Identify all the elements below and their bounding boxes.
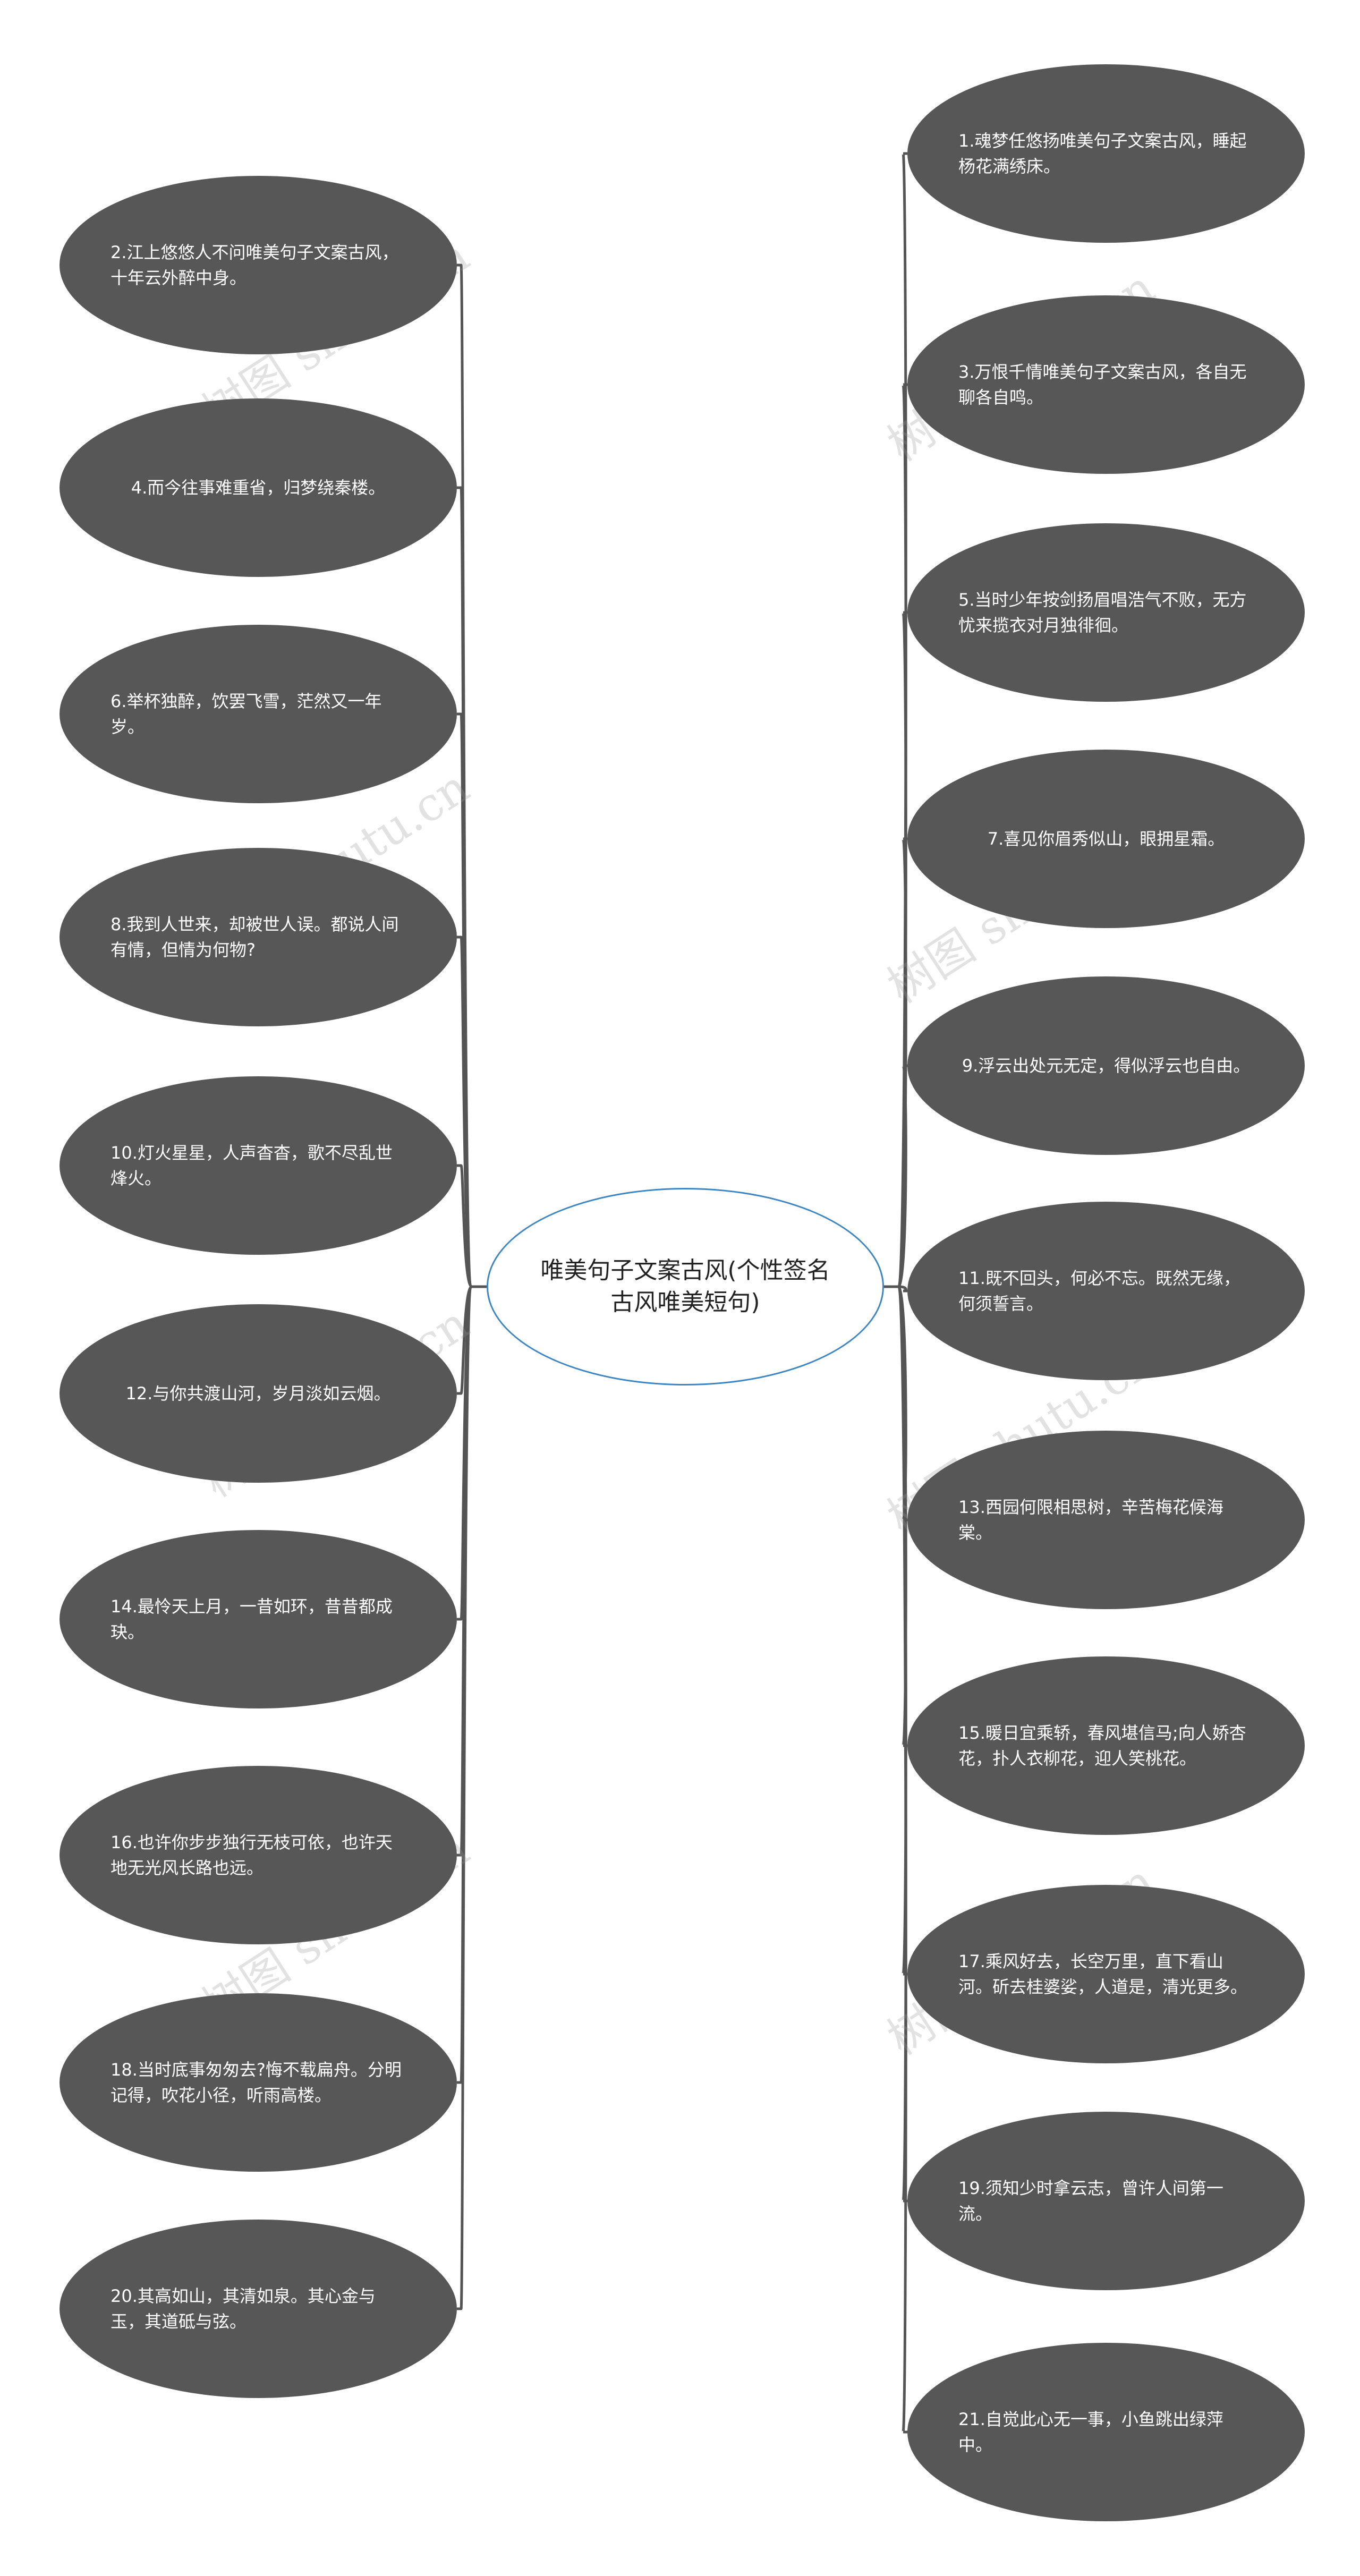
topic-label: 2.江上悠悠人不问唯美句子文案古风，十年云外醉中身。 [110,242,399,288]
topic-node-right-1[interactable]: 1.魂梦任悠扬唯美句子文案古风，睡起杨花满绣床。 [907,64,1305,243]
topic-node-left-1[interactable]: 2.江上悠悠人不问唯美句子文案古风，十年云外醉中身。 [60,176,457,354]
topic-label: 9.浮云出处元无定，得似浮云也自由。 [962,1056,1251,1076]
topic-node-left-2[interactable]: 4.而今往事难重省，归梦绕秦楼。 [60,398,457,577]
topic-node-right-7[interactable]: 13.西园何限相思树，辛苦梅花候海棠。 [907,1431,1305,1609]
topic-node-left-6[interactable]: 12.与你共渡山河，岁月淡如云烟。 [60,1304,457,1483]
topic-node-right-11[interactable]: 21.自觉此心无一事，小鱼跳出绿萍中。 [907,2343,1305,2521]
topic-node-left-9[interactable]: 18.当时底事匆匆去?悔不载扁舟。分明记得，吹花小径，听雨高楼。 [60,1993,457,2172]
topic-label: 15.暖日宜乘轿，春风堪信马;向人娇杏花，扑人衣柳花，迎人笑桃花。 [958,1723,1246,1769]
topic-label: 3.万恨千情唯美句子文案古风，各自无聊各自鸣。 [958,362,1247,407]
topic-node-left-8[interactable]: 16.也许你步步独行无枝可依，也许天地无光风长路也远。 [60,1766,457,1944]
connector-left-9 [457,1285,487,2084]
topic-label: 1.魂梦任悠扬唯美句子文案古风，睡起杨花满绣床。 [958,131,1247,176]
topic-label: 5.当时少年按剑扬眉唱浩气不败，无方忧来揽衣对月独徘徊。 [958,590,1247,635]
topic-node-right-10[interactable]: 19.须知少时拿云志，曾许人间第一流。 [907,2112,1305,2290]
topic-node-right-6[interactable]: 11.既不回头，何必不忘。既然无缘，何须誓言。 [907,1202,1305,1380]
topic-label: 12.与你共渡山河，岁月淡如云烟。 [125,1383,391,1404]
connector-right-11 [884,1285,907,2434]
topic-label: 7.喜见你眉秀似山，眼拥星霜。 [987,829,1225,849]
topic-label: 4.而今往事难重省，归梦绕秦楼。 [131,478,386,498]
topic-label: 19.须知少时拿云志，曾许人间第一流。 [958,2178,1223,2224]
connector-left-4 [457,936,487,1288]
connector-left-10 [457,1285,487,2310]
topic-label: 6.举杯独醉，饮罢飞雪，茫然又一年岁。 [110,691,382,737]
topic-node-right-4[interactable]: 7.喜见你眉秀似山，眼拥星霜。 [907,750,1305,928]
topic-node-right-9[interactable]: 17.乘风好去，长空万里，直下看山河。斫去桂婆娑，人道是，清光更多。 [907,1885,1305,2063]
topic-label: 13.西园何限相思树，辛苦梅花候海棠。 [958,1497,1223,1543]
topic-node-left-7[interactable]: 14.最怜天上月，一昔如环，昔昔都成玦。 [60,1530,457,1708]
topic-label: 11.既不回头，何必不忘。既然无缘，何须誓言。 [958,1268,1240,1314]
topic-label: 21.自觉此心无一事，小鱼跳出绿萍中。 [958,2409,1223,2455]
topic-node-left-5[interactable]: 10.灯火星星，人声杳杳，歌不尽乱世烽火。 [60,1076,457,1255]
topic-node-right-5[interactable]: 9.浮云出处元无定，得似浮云也自由。 [907,976,1305,1155]
topic-label: 18.当时底事匆匆去?悔不载扁舟。分明记得，吹花小径，听雨高楼。 [110,2060,402,2105]
connector-left-6 [457,1285,487,1395]
topic-node-left-10[interactable]: 20.其高如山，其清如泉。其心金与玉，其道砥与弦。 [60,2220,457,2398]
connector-left-5 [457,1164,487,1288]
central-topic-node[interactable]: 唯美句子文案古风(个性签名古风唯美短句) [487,1188,884,1385]
topic-node-right-2[interactable]: 3.万恨千情唯美句子文案古风，各自无聊各自鸣。 [907,295,1305,474]
topic-node-left-4[interactable]: 8.我到人世来，却被世人误。都说人间有情，但情为何物? [60,848,457,1026]
topic-node-left-3[interactable]: 6.举杯独醉，饮罢飞雪，茫然又一年岁。 [60,625,457,803]
topic-label: 8.我到人世来，却被世人误。都说人间有情，但情为何物? [110,914,399,960]
topic-node-right-8[interactable]: 15.暖日宜乘轿，春风堪信马;向人娇杏花，扑人衣柳花，迎人笑桃花。 [907,1656,1305,1835]
topic-label: 14.最怜天上月，一昔如环，昔昔都成玦。 [110,1596,393,1642]
topic-label: 16.也许你步步独行无枝可依，也许天地无光风长路也远。 [110,1832,393,1878]
topic-label: 20.其高如山，其清如泉。其心金与玉，其道砥与弦。 [110,2286,376,2332]
topic-node-right-3[interactable]: 5.当时少年按剑扬眉唱浩气不败，无方忧来揽衣对月独徘徊。 [907,523,1305,702]
connector-right-5 [884,1064,907,1288]
topic-label: 10.灯火星星，人声杳杳，歌不尽乱世烽火。 [110,1143,393,1188]
connector-left-7 [457,1285,487,1621]
central-topic-label: 唯美句子文案古风(个性签名古风唯美短句) [540,1257,830,1316]
topic-label: 17.乘风好去，长空万里，直下看山河。斫去桂婆娑，人道是，清光更多。 [958,1951,1248,1997]
